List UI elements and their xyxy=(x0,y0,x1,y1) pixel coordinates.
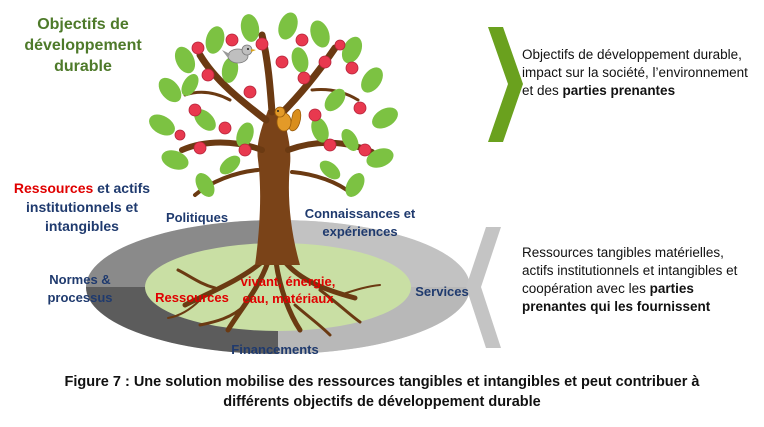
goals-chevron-icon xyxy=(488,27,523,142)
ring-label-financements: Financements xyxy=(231,342,319,357)
resources-description-bold: parties prenantes qui les fournissent xyxy=(522,281,711,314)
figure-caption: Figure 7 : Une solution mobilise des res… xyxy=(64,374,700,410)
resources-label-red: Ressources xyxy=(13,180,94,196)
inner-label-ressources: Ressources xyxy=(155,290,229,305)
goals-description-bold: parties prenantes xyxy=(562,83,676,98)
resources-label-rest: et actifs institutionnels et intangibles xyxy=(26,180,151,234)
goals-description: Objectifs de développement durable, impa… xyxy=(522,46,750,100)
resources-chevron-icon xyxy=(466,227,501,348)
ring-label-services: Services xyxy=(415,284,469,299)
goals-description-text: Objectifs de développement durable, impa… xyxy=(522,47,748,98)
resources-description: Ressources tangibles matérielles, actifs… xyxy=(522,244,754,316)
bird-icon xyxy=(222,44,256,64)
goals-title: Objectifs de développement durable xyxy=(24,16,142,75)
tree-trunk xyxy=(255,110,300,265)
tree-foliage xyxy=(149,12,398,197)
squirrel-icon xyxy=(274,106,302,132)
ring-label-politiques: Politiques xyxy=(165,210,229,225)
inner-label-vivant: vivant, énergie, eau, matériaux xyxy=(240,274,336,306)
tree-apples xyxy=(174,33,372,157)
ring-label-normes: Normes & processus xyxy=(47,272,113,305)
resources-label: Ressources et actifs institutionnels et … xyxy=(2,179,162,236)
tree-roots xyxy=(167,259,381,337)
resources-description-text: Ressources tangibles matérielles, actifs… xyxy=(522,245,738,296)
ring-label-connaissances: Connaissances et expériences xyxy=(304,206,416,239)
